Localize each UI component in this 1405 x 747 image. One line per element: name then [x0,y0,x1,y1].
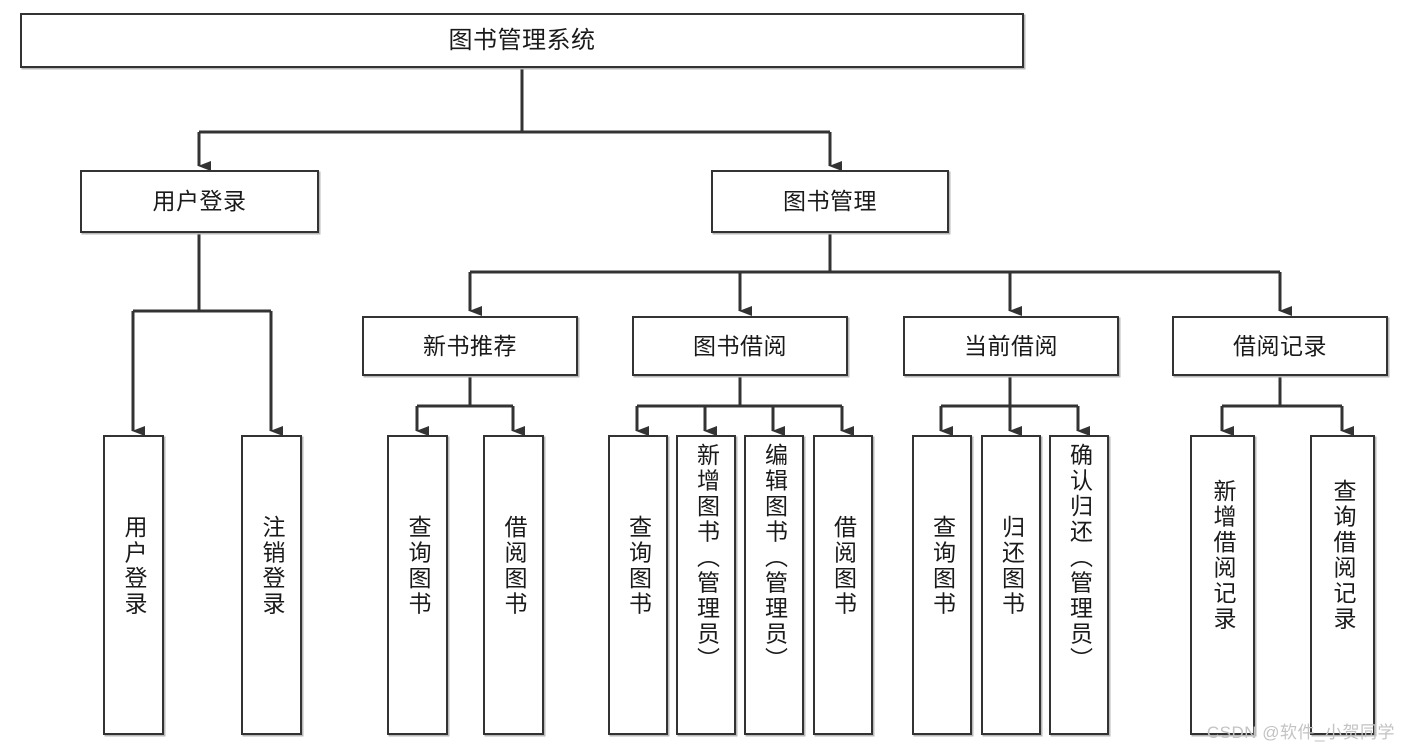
node-user-login[interactable]: 用户登录 [80,170,319,233]
leaf-borrow-book-recommend[interactable]: 借阅图书 [483,435,544,735]
node-label: 查询借阅记录 [1330,479,1356,632]
node-label: 注销登录 [259,515,285,617]
node-label: 新增借阅记录 [1210,479,1236,632]
node-label: 用户登录 [121,515,147,617]
node-label: 查询图书 [625,515,652,617]
leaf-logout[interactable]: 注销登录 [241,435,302,735]
node-label: 当前借阅 [964,332,1058,359]
leaf-edit-book-admin[interactable]: 编辑图书（管理员） [744,435,804,735]
node-label: 确认归还（管理员） [1066,443,1093,673]
node-root-book-management-system[interactable]: 图书管理系统 [20,13,1024,68]
node-label: 借阅图书 [830,515,857,617]
node-current-borrow[interactable]: 当前借阅 [903,316,1119,376]
watermark-text: CSDN @软件_小贺同学 [1206,723,1395,742]
node-label: 图书管理 [783,188,877,215]
node-label: 用户登录 [152,188,247,215]
node-label: 图书管理系统 [448,26,596,54]
node-label: 借阅图书 [501,515,527,617]
node-label: 查询图书 [405,515,431,617]
leaf-query-book-recommend[interactable]: 查询图书 [387,435,448,735]
leaf-query-borrow-record[interactable]: 查询借阅记录 [1310,435,1375,735]
leaf-borrow-book[interactable]: 借阅图书 [813,435,873,735]
node-borrow-record[interactable]: 借阅记录 [1172,316,1388,376]
leaf-confirm-return-admin[interactable]: 确认归还（管理员） [1049,435,1109,735]
node-book-management[interactable]: 图书管理 [711,170,949,233]
leaf-query-book-borrow[interactable]: 查询图书 [608,435,668,735]
node-book-borrow[interactable]: 图书借阅 [632,316,848,376]
node-label: 图书借阅 [693,332,787,359]
node-label: 借阅记录 [1233,332,1327,359]
node-label: 归还图书 [998,515,1025,617]
leaf-user-login[interactable]: 用户登录 [103,435,164,735]
leaf-return-book[interactable]: 归还图书 [981,435,1041,735]
node-label: 编辑图书（管理员） [761,443,788,673]
leaf-add-book-admin[interactable]: 新增图书（管理员） [676,435,736,735]
node-label: 新书推荐 [423,332,517,359]
leaf-add-borrow-record[interactable]: 新增借阅记录 [1190,435,1255,735]
node-label: 查询图书 [929,515,956,617]
leaf-query-book-current[interactable]: 查询图书 [912,435,972,735]
node-new-book-recommend[interactable]: 新书推荐 [362,316,578,376]
node-label: 新增图书（管理员） [693,443,720,673]
